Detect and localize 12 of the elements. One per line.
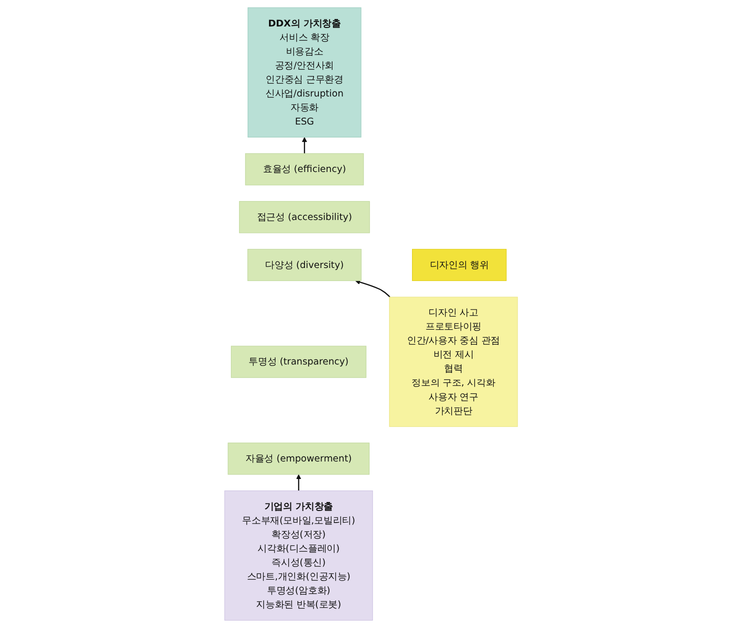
node-box: 디자인의 행위	[412, 248, 506, 282]
node-box: 기업의 가치창출 무소부재(모바일,모빌리티) 확장성(저장) 시각화(디스플레이) 즉시성(통신) 스마트,개인화(인공지능) 투명성(암호화) 지능화된 반복(로봇)	[224, 490, 373, 621]
node-box: DDX의 가치창출 서비스 확장 비용감소 공정/안전사회 인간중심 근무환경 신사업/disruption 자동화 ESG	[248, 7, 362, 138]
node-box: 디자인 사고 프로토타이핑 인간/사용자 중심 관점 비전 제시 협력 정보의 구조, 시각화 사용자 연구 가치판단	[389, 296, 518, 427]
node-box: 접근성 (accessibility)	[238, 201, 370, 234]
arrow	[302, 136, 307, 154]
node-box: 자율성 (empowerment)	[228, 442, 370, 475]
arrow	[355, 280, 390, 298]
node-box: 효율성 (efficiency)	[245, 153, 364, 186]
arrow	[296, 474, 302, 491]
node-box: 다양성 (diversity)	[247, 248, 362, 282]
node-box: 투명성 (transparency)	[230, 346, 366, 378]
